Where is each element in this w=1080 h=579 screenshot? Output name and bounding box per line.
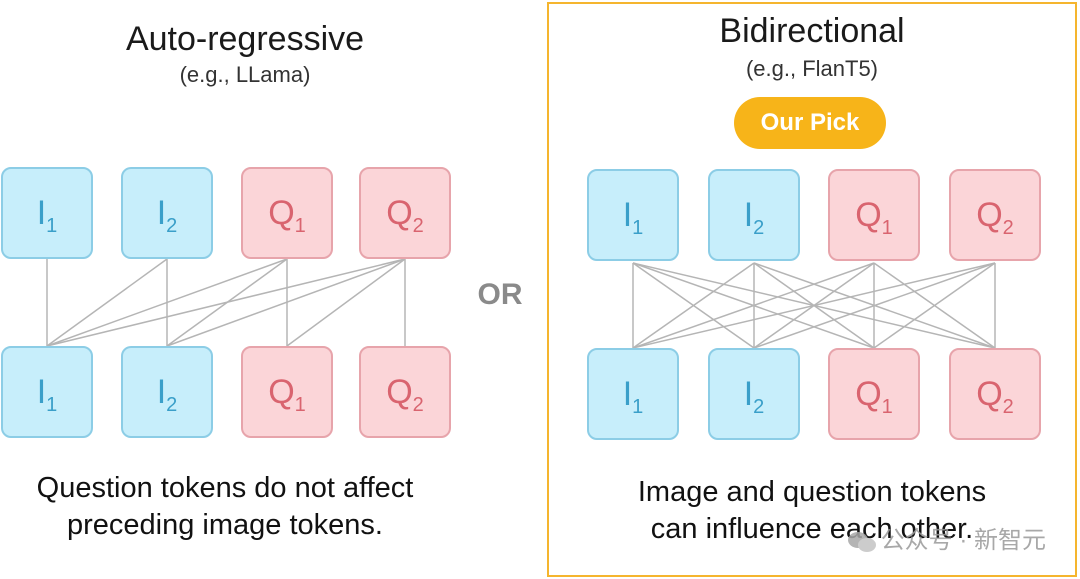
token-subscript: 1 bbox=[294, 215, 306, 237]
watermark: 公众号 · 新智元 bbox=[847, 520, 1046, 555]
token-base: Q bbox=[386, 194, 413, 232]
ar-bottom-token-i1: I1 bbox=[1, 346, 93, 438]
ar-bottom-token-i2: I2 bbox=[121, 346, 213, 438]
token-subscript: 2 bbox=[1002, 396, 1014, 418]
token-base: Q bbox=[976, 375, 1003, 413]
bi-edge-3-1 bbox=[632, 262, 875, 349]
bi-bottom-token-q1: Q1 bbox=[828, 348, 920, 440]
autoregressive-caption-line-2: preceding image tokens. bbox=[67, 509, 383, 541]
token-base: I bbox=[156, 194, 167, 232]
autoregressive-subtitle: (e.g., LLama) bbox=[179, 62, 311, 87]
ar-top-token-i1: I1 bbox=[1, 167, 93, 259]
token-subscript: 2 bbox=[753, 396, 765, 418]
token-subscript: 1 bbox=[46, 215, 58, 237]
or-separator: OR bbox=[477, 278, 523, 311]
ar-edge-q2-q1 bbox=[286, 258, 406, 347]
token-base: Q bbox=[855, 375, 882, 413]
token-subscript: 1 bbox=[881, 396, 893, 418]
token-base: I bbox=[622, 375, 633, 413]
ar-edge-q1-i1 bbox=[46, 258, 288, 347]
our-pick-badge: Our Pick bbox=[734, 97, 886, 149]
wechat-icon bbox=[847, 531, 876, 552]
ar-top-token-q2: Q2 bbox=[359, 167, 451, 259]
token-base: I bbox=[743, 196, 754, 234]
bidirectional-caption-line-1: Image and question tokens bbox=[637, 476, 987, 508]
token-base: I bbox=[36, 194, 47, 232]
ar-edge-q2-i2 bbox=[166, 258, 406, 347]
token-subscript: 1 bbox=[632, 396, 644, 418]
bi-top-token-q1: Q1 bbox=[828, 169, 920, 261]
ar-edge-i2-i1 bbox=[46, 258, 168, 347]
token-base: Q bbox=[268, 194, 295, 232]
bidirectional-panel: Bidirectional (e.g., FlanT5) Our Pick I1… bbox=[547, 2, 1077, 577]
token-base: Q bbox=[855, 196, 882, 234]
bi-top-token-i2: I2 bbox=[708, 169, 800, 261]
autoregressive-connections bbox=[46, 258, 406, 347]
token-base: I bbox=[156, 373, 167, 411]
token-subscript: 1 bbox=[632, 217, 644, 239]
token-base: I bbox=[743, 375, 754, 413]
token-subscript: 2 bbox=[1002, 217, 1014, 239]
bi-edge-4-1 bbox=[632, 262, 996, 349]
bi-top-token-q2: Q2 bbox=[949, 169, 1041, 261]
bidirectional-caption: Image and question tokens can influence … bbox=[549, 474, 1075, 548]
bi-bottom-token-i2: I2 bbox=[708, 348, 800, 440]
token-subscript: 2 bbox=[412, 394, 424, 416]
autoregressive-title: Auto-regressive bbox=[125, 20, 365, 58]
bidirectional-connections bbox=[632, 262, 996, 349]
bi-top-token-i1: I1 bbox=[587, 169, 679, 261]
token-base: Q bbox=[386, 373, 413, 411]
ar-top-token-q1: Q1 bbox=[241, 167, 333, 259]
token-subscript: 2 bbox=[753, 217, 765, 239]
ar-bottom-token-q1: Q1 bbox=[241, 346, 333, 438]
autoregressive-caption: Question tokens do not affect preceding … bbox=[0, 470, 490, 544]
bidirectional-caption-line-2: can influence each other. bbox=[650, 513, 974, 545]
ar-top-token-i2: I2 bbox=[121, 167, 213, 259]
watermark-text: 公众号 · 新智元 bbox=[880, 527, 1046, 554]
token-base: Q bbox=[268, 373, 295, 411]
bidirectional-subtitle: (e.g., FlanT5) bbox=[745, 56, 879, 81]
token-subscript: 1 bbox=[881, 217, 893, 239]
token-subscript: 2 bbox=[166, 394, 178, 416]
bi-edge-2-1 bbox=[632, 262, 755, 349]
token-subscript: 2 bbox=[412, 215, 424, 237]
ar-edge-q2-i1 bbox=[46, 258, 406, 347]
bi-bottom-token-q2: Q2 bbox=[949, 348, 1041, 440]
token-subscript: 1 bbox=[46, 394, 58, 416]
autoregressive-caption-line-1: Question tokens do not affect bbox=[36, 472, 414, 504]
token-base: Q bbox=[976, 196, 1003, 234]
bi-edge-4-2 bbox=[753, 262, 996, 349]
ar-bottom-token-q2: Q2 bbox=[359, 346, 451, 438]
bidirectional-title: Bidirectional bbox=[719, 12, 905, 50]
bi-edge-4-3 bbox=[873, 262, 996, 349]
token-subscript: 1 bbox=[294, 394, 306, 416]
token-subscript: 2 bbox=[166, 215, 178, 237]
token-base: I bbox=[36, 373, 47, 411]
token-base: I bbox=[622, 196, 633, 234]
bi-bottom-token-i1: I1 bbox=[587, 348, 679, 440]
